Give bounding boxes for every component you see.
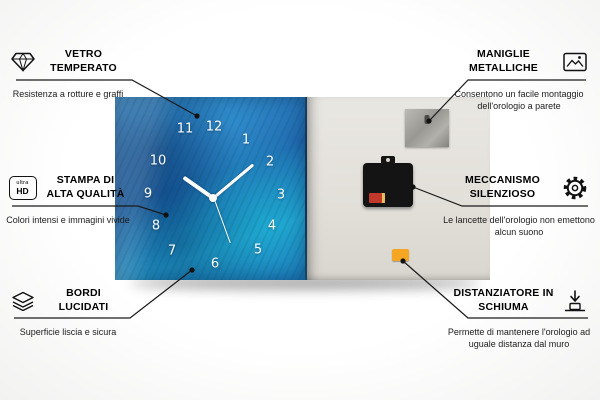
callout-stampa-alta-qualita: ultra HD STAMPA DI ALTA QUALITÀ Colori i… <box>0 172 136 226</box>
spacer-icon <box>563 290 587 312</box>
clock-number: 10 <box>149 153 167 169</box>
callout-title: MANIGLIE METALLICHE <box>469 48 538 74</box>
callout-title: MECCANISMO SILENZIOSO <box>465 174 540 200</box>
clock-mechanism <box>363 156 413 207</box>
clock-front-view: 1 2 3 4 5 6 7 8 9 10 11 12 <box>115 97 307 280</box>
clock-number: 3 <box>276 187 286 203</box>
clock-number: 6 <box>210 256 220 272</box>
clock-number: 12 <box>205 119 223 135</box>
layers-icon <box>11 291 35 311</box>
metal-hanger-plate <box>405 109 449 147</box>
callout-vetro-temperato: VETRO TEMPERATO Resistenza a rotture e g… <box>0 46 136 100</box>
callout-header: MANIGLIE METALLICHE <box>438 46 600 78</box>
ultra-hd-label-top: ultra <box>16 180 29 186</box>
clock-number: 9 <box>143 186 153 202</box>
callout-description: Colori intensi e immagini vivide <box>6 215 130 225</box>
callout-description: Superficie liscia e sicura <box>19 327 117 337</box>
ultra-hd-icon: ultra HD <box>8 176 37 200</box>
clock-number: 1 <box>241 132 251 148</box>
callout-title: STAMPA DI ALTA QUALITÀ <box>46 174 125 200</box>
callout-header: DISTANZIATORE IN SCHIUMA <box>438 286 600 316</box>
callout-title: BORDI LUCIDATI <box>58 287 109 313</box>
callout-header: ultra HD STAMPA DI ALTA QUALITÀ <box>0 172 136 204</box>
callout-distanziatore-schiuma: DISTANZIATORE IN SCHIUMA Permette di man… <box>438 286 600 350</box>
hanger-hole <box>424 115 430 124</box>
battery <box>369 193 385 203</box>
clock-center-cap <box>209 194 217 202</box>
clock-number: 5 <box>253 242 263 258</box>
clock-number: 11 <box>176 121 194 137</box>
callout-description: Resistenza a rotture e graffi <box>12 89 124 99</box>
ultra-hd-label-bottom: HD <box>16 185 29 196</box>
mechanism-hanger-hole <box>386 158 390 162</box>
callout-description: Permette di mantenere l'orologio ad ugua… <box>447 327 591 350</box>
minute-hand <box>212 163 255 200</box>
callout-description: Consentono un facile montaggio dell'orol… <box>454 89 584 112</box>
callout-title: VETRO TEMPERATO <box>50 48 117 74</box>
foam-spacer <box>392 249 409 261</box>
callout-maniglie-metalliche: MANIGLIE METALLICHE Consentono un facile… <box>438 46 600 112</box>
clock-number: 4 <box>267 218 277 234</box>
callout-header: VETRO TEMPERATO <box>0 46 136 78</box>
callout-meccanismo-silenzioso: MECCANISMO SILENZIOSO Le lancette dell'o… <box>438 172 600 238</box>
callout-description: Le lancette dell'orologio non emettono a… <box>443 215 595 238</box>
callout-header: BORDI LUCIDATI <box>0 286 136 316</box>
product-drop-shadow <box>130 277 480 289</box>
clock-number: 2 <box>265 154 275 170</box>
second-hand <box>212 197 231 244</box>
picture-frame-icon <box>562 52 587 72</box>
callout-bordi-lucidati: BORDI LUCIDATI Superficie liscia e sicur… <box>0 286 136 338</box>
callout-header: MECCANISMO SILENZIOSO <box>438 172 600 204</box>
clock-number: 8 <box>151 218 161 234</box>
clock-number: 7 <box>167 243 177 259</box>
diamond-icon <box>10 52 35 72</box>
mechanism-hanger-tab <box>381 156 395 164</box>
callout-title: DISTANZIATORE IN SCHIUMA <box>453 287 554 313</box>
gear-icon <box>562 175 588 201</box>
